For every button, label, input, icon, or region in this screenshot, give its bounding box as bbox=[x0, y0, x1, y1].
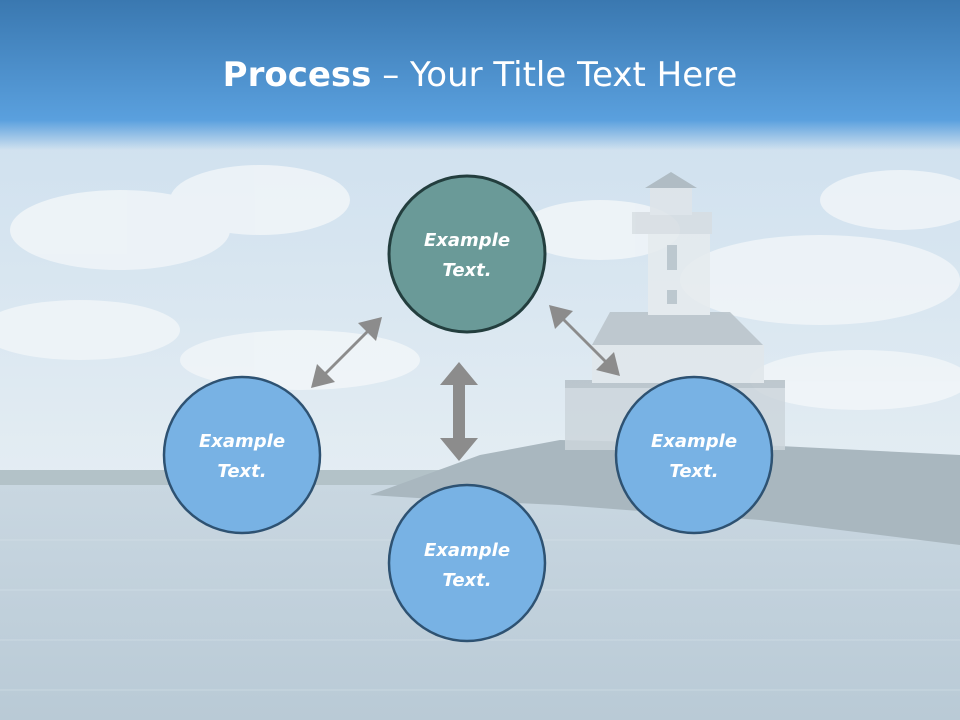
node-top: Example Text. bbox=[387, 174, 547, 334]
arrow-top-left-icon bbox=[311, 317, 382, 388]
node-left: Example Text. bbox=[162, 375, 322, 535]
header-band bbox=[0, 0, 960, 150]
node-bottom-line1: Example bbox=[424, 540, 510, 561]
arrow-top-right-icon bbox=[549, 305, 620, 376]
node-top-line1: Example bbox=[424, 230, 510, 251]
node-top-line2: Text. bbox=[442, 260, 491, 281]
node-left-line2: Text. bbox=[217, 461, 266, 482]
node-right-line2: Text. bbox=[669, 461, 718, 482]
slide-title: Process – Your Title Text Here bbox=[0, 50, 960, 100]
node-bottom-line2: Text. bbox=[442, 570, 491, 591]
node-left-line1: Example bbox=[199, 431, 285, 452]
arrow-vertical-icon bbox=[440, 362, 478, 461]
title-bold: Process bbox=[222, 55, 372, 95]
node-bottom: Example Text. bbox=[387, 483, 547, 643]
title-rest: Your Title Text Here bbox=[410, 55, 738, 95]
node-right-line1: Example bbox=[651, 431, 737, 452]
node-right: Example Text. bbox=[614, 375, 774, 535]
title-separator: – bbox=[371, 55, 411, 95]
